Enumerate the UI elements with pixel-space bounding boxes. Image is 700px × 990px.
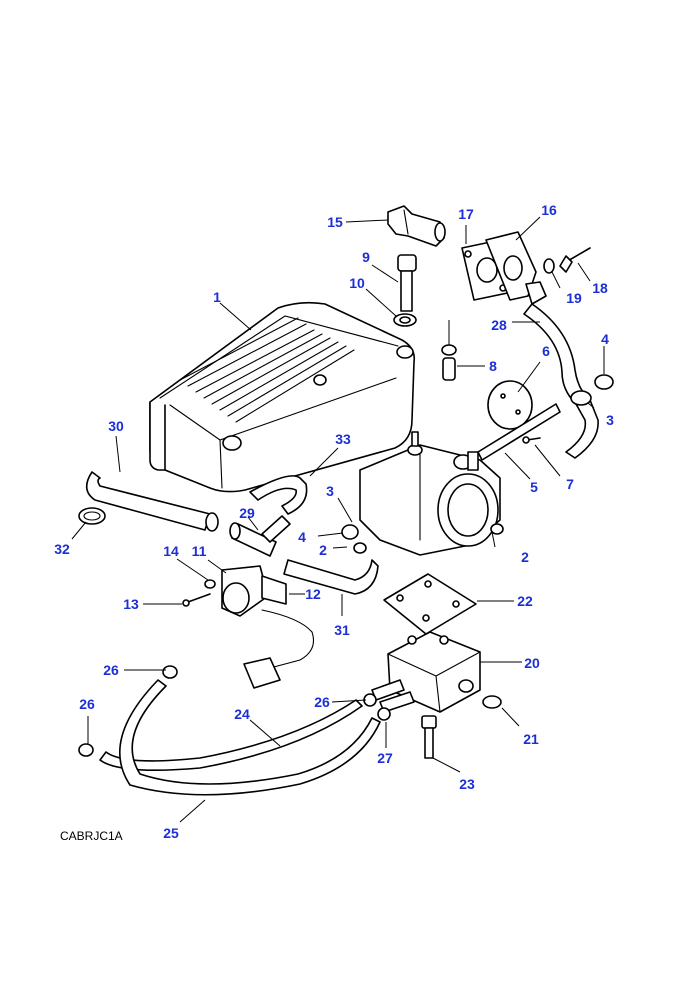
callout-17: 17: [458, 206, 474, 222]
hose-clip-part: [162, 665, 178, 679]
coolant-hose-part: [523, 303, 599, 459]
pipe-part: [477, 403, 561, 461]
callout-7: 7: [566, 476, 574, 492]
callout-9: 9: [362, 249, 370, 265]
callout-26: 27: [377, 750, 393, 766]
throttle-housing-part: [359, 431, 501, 556]
valve-body-part: [371, 631, 481, 713]
callout-24: 24: [234, 706, 250, 722]
sensor-part: [387, 205, 446, 247]
callout-15: 15: [327, 214, 343, 230]
callout-30: 31: [334, 622, 350, 638]
callout-26: 26: [79, 696, 95, 712]
connector-part: [229, 515, 291, 557]
callout-16: 16: [541, 202, 557, 218]
callout-26: 26: [314, 694, 330, 710]
adaptor-part: [442, 357, 456, 381]
callout-2: 2: [319, 542, 327, 558]
callout-28: 29: [239, 505, 255, 521]
callout-27: 28: [491, 317, 507, 333]
thermostat-housing-part: [221, 565, 315, 689]
cap-part: [441, 344, 457, 356]
hose-clip-part: [78, 507, 106, 525]
callout-3: 3: [326, 483, 334, 499]
drawing-reference-code: CABRJC1A: [60, 829, 123, 843]
callout-14: 14: [163, 543, 179, 559]
callout-21: 21: [523, 731, 539, 747]
callout-11: 11: [192, 543, 207, 559]
blanking-cap-part: [341, 374, 614, 540]
washer-part: [393, 313, 417, 327]
callout-26: 26: [103, 662, 119, 678]
callout-labels: 1 2 2 3 3 4 4 5 6 7 8 9 10 11 12 13 14 1…: [54, 202, 614, 841]
bolt-part: [182, 593, 211, 607]
callout-8: 8: [489, 358, 497, 374]
bolt-part: [421, 715, 437, 759]
callout-25: 25: [163, 825, 179, 841]
hose-part: [249, 475, 308, 515]
callout-4: 4: [601, 331, 609, 347]
cap-part: [353, 523, 504, 554]
callout-12: 12: [305, 586, 321, 602]
plenum-chamber-part: [149, 301, 416, 493]
callout-19: 19: [566, 290, 582, 306]
coolant-hose-part: [283, 559, 379, 595]
breather-hose-part: [85, 471, 219, 532]
callout-3: 3: [606, 412, 614, 428]
hose-clip-part: [377, 707, 391, 721]
callout-20: 20: [524, 655, 540, 671]
callout-13: 13: [123, 596, 139, 612]
gasket-disc-part: [487, 380, 533, 430]
callout-1: 1: [213, 289, 221, 305]
washer-part: [204, 579, 216, 589]
mounting-plate-part: [383, 573, 477, 635]
hose-clip-part: [78, 743, 94, 757]
callout-10: 10: [349, 275, 365, 291]
callout-32: 33: [335, 431, 351, 447]
bolt-part: [397, 254, 417, 312]
callout-6: 6: [542, 343, 550, 359]
heater-hose-part: [118, 679, 381, 796]
screw-part: [522, 436, 541, 444]
callout-29: 30: [108, 418, 124, 434]
water-outlet-elbow-part: [485, 231, 547, 305]
bolt-part: [559, 247, 591, 273]
callout-18: 18: [592, 280, 608, 296]
callout-5: 5: [530, 479, 538, 495]
callout-23: 23: [459, 776, 475, 792]
callout-2: 2: [521, 549, 529, 565]
callout-31: 32: [54, 541, 70, 557]
washer-part: [543, 258, 555, 274]
leader-lines: [71, 216, 605, 823]
callout-22: 22: [517, 593, 533, 609]
plug-part: [482, 695, 502, 709]
callout-4: 4: [298, 529, 306, 545]
